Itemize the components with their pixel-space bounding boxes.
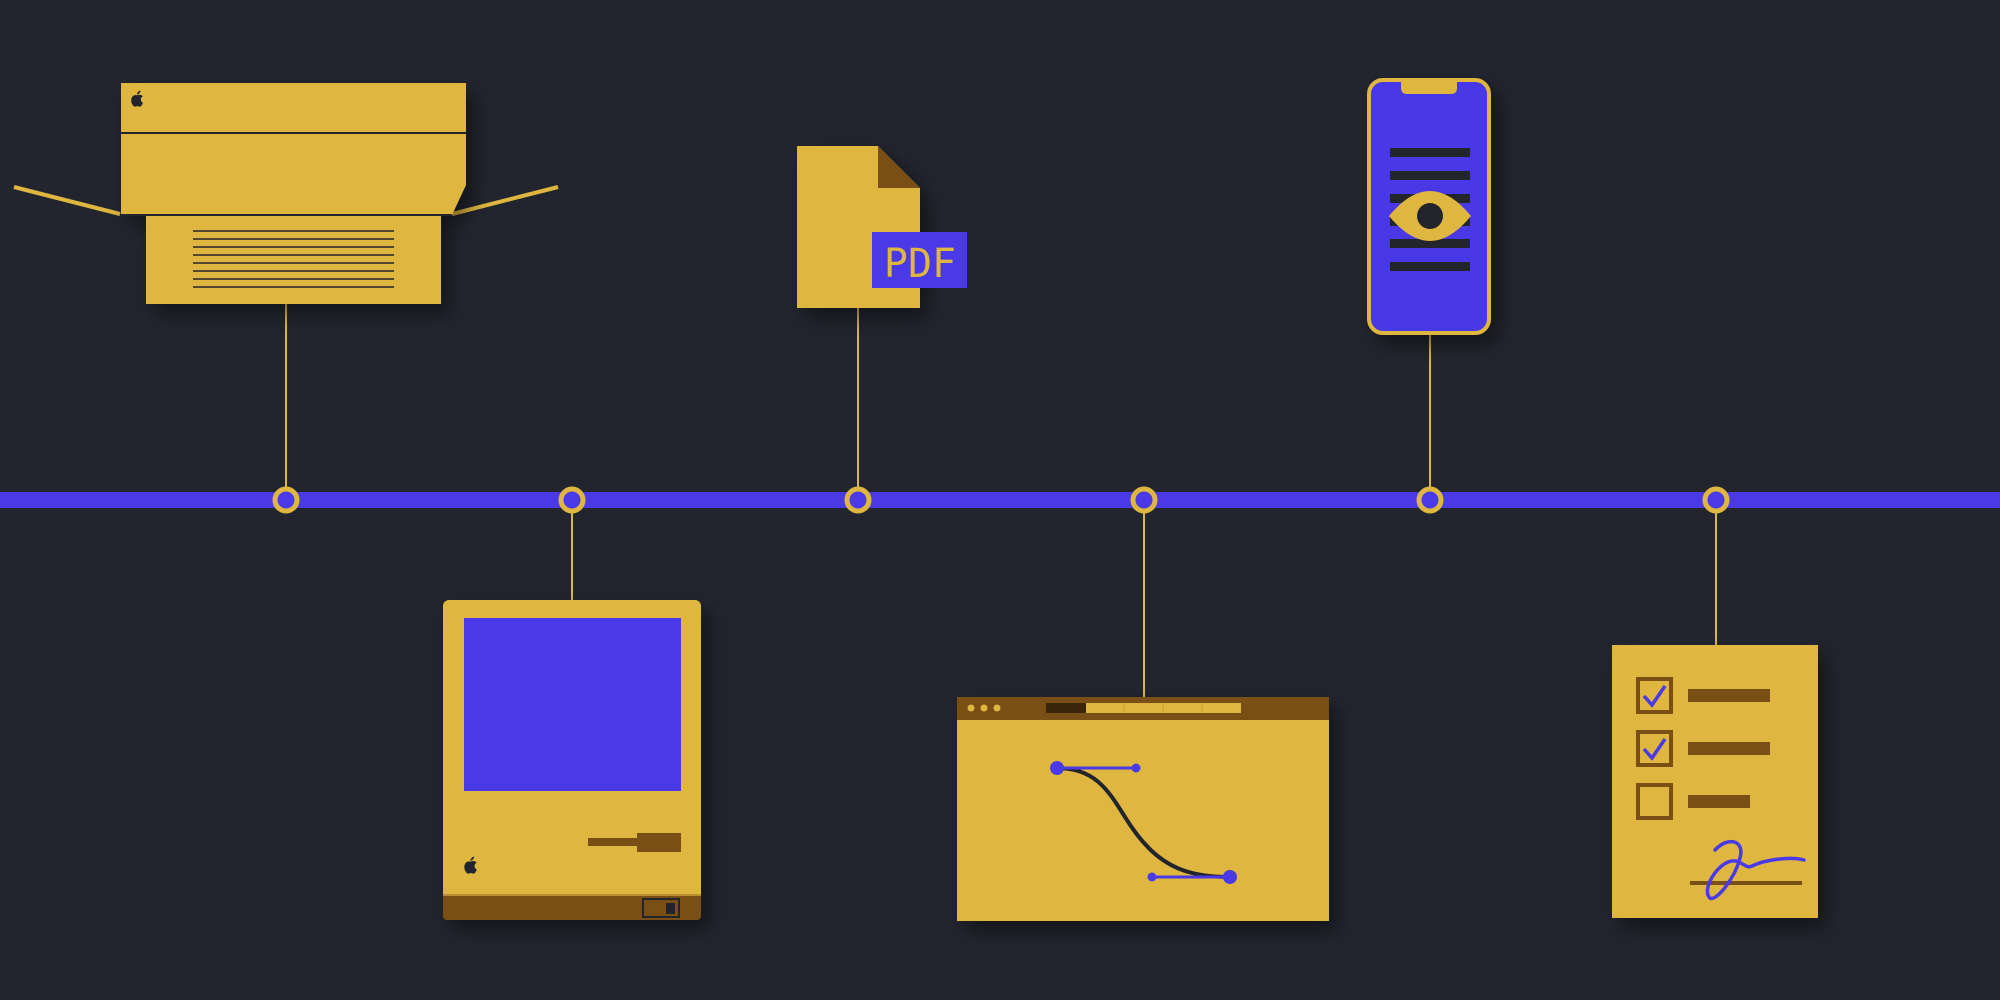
timeline-bar bbox=[0, 492, 2000, 508]
pdf-badge bbox=[872, 232, 967, 288]
pdf-document-icon: PDF bbox=[797, 146, 967, 308]
laserwriter-printer-icon bbox=[13, 83, 559, 304]
connector-lines bbox=[285, 300, 1717, 697]
milestone-node-4 bbox=[1130, 486, 1158, 514]
browser-dot-1 bbox=[967, 704, 975, 712]
printer-paper-tray-left bbox=[13, 185, 121, 216]
printer-base bbox=[146, 215, 441, 304]
pdf-badge-label: PDF bbox=[884, 241, 956, 287]
bezier-control-top bbox=[1131, 763, 1141, 773]
form-line-3 bbox=[1688, 795, 1750, 808]
bezier-curve bbox=[1056, 766, 1231, 879]
bezier-control-bottom bbox=[1147, 872, 1157, 882]
bezier-anchor-top bbox=[1050, 761, 1064, 775]
milestone-node-5 bbox=[1416, 486, 1444, 514]
macintosh-floppy-slot bbox=[588, 838, 638, 846]
phone-eye-pupil bbox=[1417, 203, 1443, 229]
form-page bbox=[1612, 645, 1818, 918]
browser-address-bar bbox=[1046, 703, 1241, 713]
macintosh-port bbox=[642, 898, 680, 918]
macintosh-screen bbox=[464, 618, 681, 791]
milestone-node-1 bbox=[272, 486, 300, 514]
milestone-nodes bbox=[272, 486, 1730, 514]
browser-dot-3 bbox=[993, 704, 1001, 712]
printer-body bbox=[121, 83, 466, 215]
printer-paper-tray-right bbox=[451, 185, 559, 216]
phone-notch bbox=[1401, 81, 1457, 94]
browser-dot-2 bbox=[980, 704, 988, 712]
milestone-node-2 bbox=[558, 486, 586, 514]
form-checkbox-1 bbox=[1636, 677, 1673, 714]
form-line-2 bbox=[1688, 742, 1770, 755]
milestone-node-6 bbox=[1702, 486, 1730, 514]
bezier-anchor-bottom bbox=[1223, 870, 1237, 884]
form-line-1 bbox=[1688, 689, 1770, 702]
form-checkbox-2 bbox=[1636, 730, 1673, 767]
bezier-curve-browser-icon bbox=[957, 697, 1329, 921]
pdf-folded-corner bbox=[878, 146, 920, 188]
form-check-2-icon bbox=[1642, 738, 1667, 761]
printer-apple-logo-icon bbox=[131, 90, 143, 107]
form-check-1-icon bbox=[1642, 685, 1667, 708]
printer-vent-lines bbox=[193, 230, 394, 288]
form-signature-icon bbox=[1705, 839, 1806, 900]
form-checkbox-3 bbox=[1636, 783, 1673, 820]
milestone-node-3 bbox=[844, 486, 872, 514]
smartphone-eye-icon bbox=[1367, 78, 1491, 335]
signed-checklist-form-icon bbox=[1612, 645, 1818, 918]
macintosh-apple-logo-icon bbox=[464, 856, 477, 874]
browser-window bbox=[957, 697, 1329, 921]
macintosh-computer-icon bbox=[443, 600, 701, 920]
